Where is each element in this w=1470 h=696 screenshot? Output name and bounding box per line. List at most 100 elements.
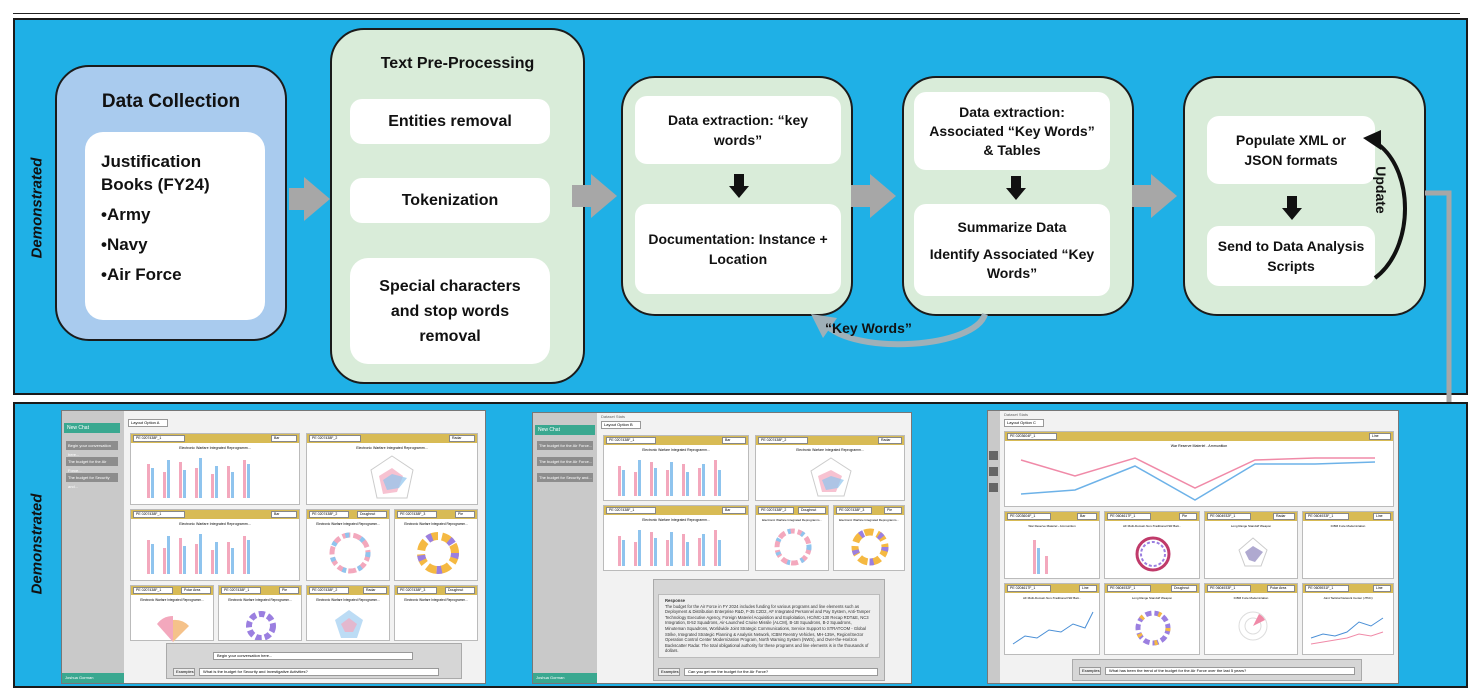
history-item[interactable]: The budget for the Air Force... bbox=[537, 441, 593, 450]
new-chat-button[interactable]: New Chat bbox=[64, 423, 120, 433]
card-type[interactable]: Radar bbox=[878, 437, 902, 444]
flow-arrow-head bbox=[591, 174, 617, 218]
history-item[interactable]: The budget for the Air Force... bbox=[66, 457, 118, 473]
step-entities-removal: Entities removal bbox=[350, 99, 550, 144]
card-type[interactable]: Doughnut bbox=[1171, 585, 1197, 592]
update-label: Update bbox=[1373, 166, 1389, 214]
card-pe: PE 0604933F_1 bbox=[1305, 513, 1349, 520]
sidebar-button[interactable] bbox=[989, 467, 998, 476]
card-pe: PE 0604617F_1 bbox=[1107, 513, 1151, 520]
card-type[interactable]: Polar Area bbox=[1267, 585, 1295, 592]
card-type[interactable]: Polar Area bbox=[181, 587, 211, 594]
chat-input[interactable]: What has been the trend of the budget fo… bbox=[1105, 667, 1355, 675]
card-type[interactable]: Radar bbox=[1273, 513, 1295, 520]
step-special-characters-removal: Special characters and stop words remova… bbox=[350, 258, 550, 364]
screenshot-layout-c: Dataset Stats Layout Option C PE 0203604… bbox=[987, 410, 1399, 684]
card-type[interactable]: Bar bbox=[722, 507, 746, 514]
new-chat-button[interactable]: New Chat bbox=[535, 425, 595, 435]
bar-chart-thumbnail bbox=[618, 530, 721, 566]
card-pe: PE 0207438F_1 bbox=[133, 435, 185, 442]
screenshot-layout-b: New Chat The budget for the Air Force...… bbox=[532, 412, 912, 684]
step-tokenization: Tokenization bbox=[350, 178, 550, 223]
card-type[interactable]: Line bbox=[1079, 585, 1097, 592]
chart-card: PE 0207438F_1 Polar Area Electronic Warf… bbox=[130, 585, 214, 642]
keyword-extraction-box: Data extraction: “key words” bbox=[635, 96, 841, 164]
card-pe: PE 0207438F_1 bbox=[221, 587, 261, 594]
stage-associated-keywords: Data extraction: Associated “Key Words” … bbox=[902, 76, 1134, 316]
chat-panel: Examples What has been the trend of the … bbox=[1072, 659, 1362, 681]
layout-select[interactable]: Layout Option B bbox=[601, 421, 641, 429]
card-title: Electronic Warfare Integrated Reprogramm… bbox=[179, 522, 251, 526]
stage-keyword-extraction: Data extraction: “key words” Documentati… bbox=[621, 76, 853, 316]
sidebar-button[interactable] bbox=[989, 483, 998, 492]
bar-chart-thumbnail bbox=[147, 534, 250, 574]
card-title: Joint Tactical Network Center (JTNC) bbox=[1323, 596, 1373, 600]
list-item-navy: •Navy bbox=[101, 235, 148, 254]
card-type[interactable]: Bar bbox=[271, 511, 297, 518]
radar-chart-thumbnail bbox=[370, 455, 414, 499]
card-type[interactable]: Pie bbox=[455, 511, 475, 518]
card-type[interactable]: Bar bbox=[271, 435, 297, 442]
summarize-box: Summarize Data Identify Associated “Key … bbox=[914, 204, 1110, 296]
history-item[interactable]: The budget for Security and... bbox=[66, 473, 118, 489]
card-type[interactable]: Radar bbox=[449, 435, 475, 442]
card-type[interactable]: Bar bbox=[722, 437, 746, 444]
demo-panel: Demonstrated New Chat Begin your convers… bbox=[13, 402, 1468, 688]
flow-arrow-head bbox=[1151, 174, 1177, 218]
card-pe: PE 0604933F_1 bbox=[1207, 585, 1251, 592]
card-type[interactable]: Line bbox=[1373, 585, 1391, 592]
history-item[interactable]: The budget for the Air Force... bbox=[537, 457, 593, 466]
card-title: Electronic Warfare Integrated Reprogramm… bbox=[642, 518, 710, 522]
card-type[interactable]: Bar bbox=[1077, 513, 1097, 520]
chart-card: PE 0604933F_1 Line ICBM Fuze Modernizati… bbox=[1302, 511, 1394, 579]
pie-chart-thumbnail bbox=[246, 611, 276, 640]
justification-books-box: Justification Books (FY24) •Army •Navy •… bbox=[85, 132, 265, 320]
identify-keywords-label: Identify Associated “Key Words” bbox=[929, 245, 1095, 281]
doughnut-chart-thumbnail bbox=[329, 532, 371, 574]
chart-card: PE 0207438F_1 Bar Electronic Warfare Int… bbox=[130, 433, 300, 505]
layout-select[interactable]: Layout Option A bbox=[128, 419, 168, 427]
card-title: Electronic Warfare Integrated Reprogramm… bbox=[642, 448, 710, 452]
chart-card: PE 0604933F_1 Polar Area ICBM Fuze Moder… bbox=[1204, 583, 1298, 655]
card-title: Electronic Warfare Integrated Reprogramm… bbox=[762, 518, 822, 522]
examples-button[interactable]: Examples bbox=[658, 668, 680, 676]
update-loop-arrow-icon bbox=[1363, 130, 1407, 280]
line-chart-thumbnail bbox=[1020, 457, 1376, 501]
card-type[interactable]: Pie bbox=[279, 587, 299, 594]
doughnut-chart-thumbnail bbox=[774, 528, 812, 566]
sidebar-button[interactable] bbox=[989, 451, 998, 460]
card-type[interactable]: Pie bbox=[884, 507, 902, 514]
stage-data-collection: Data Collection Justification Books (FY2… bbox=[55, 65, 287, 341]
card-pe: PE 0604932F_1 bbox=[1107, 585, 1151, 592]
card-type[interactable]: Pie bbox=[1179, 513, 1197, 520]
card-title: AF Multi-Domain Non-Traditional ISR Batt… bbox=[1122, 524, 1182, 528]
card-pe: PE 0204617F_1 bbox=[1007, 585, 1051, 592]
layout-select[interactable]: Layout Option C bbox=[1004, 419, 1044, 427]
chat-input[interactable]: What is the budget for Security and Inve… bbox=[199, 668, 439, 676]
card-type[interactable]: Doughnut bbox=[357, 511, 387, 518]
radar-chart-thumbnail bbox=[335, 610, 363, 638]
list-item-army: •Army bbox=[101, 205, 151, 224]
card-title: AF Multi-Domain Non-Traditional ISR Batt… bbox=[1022, 596, 1082, 600]
examples-button[interactable]: Examples bbox=[1079, 667, 1101, 675]
chat-input[interactable]: Can you get me the budget for the Air Fo… bbox=[684, 668, 878, 676]
flow-arrow bbox=[572, 185, 592, 207]
doughnut-chart-thumbnail bbox=[1135, 610, 1171, 646]
card-type[interactable]: Doughnut bbox=[445, 587, 475, 594]
card-type[interactable]: Line bbox=[1369, 433, 1391, 440]
card-title: ICBM Fuze Modernization bbox=[1233, 596, 1269, 600]
flow-arrow-head bbox=[870, 174, 896, 218]
history-item[interactable]: The budget for Security and... bbox=[537, 473, 593, 482]
card-pe: PE 0207438F_3 bbox=[397, 587, 437, 594]
stage-output: Populate XML or JSON formats Send to Dat… bbox=[1183, 76, 1426, 316]
stage-title: Data Collection bbox=[101, 91, 241, 112]
history-item[interactable]: Begin your conversation here... bbox=[66, 441, 118, 457]
chart-card: PE 0605931F_1 Line Joint Tactical Networ… bbox=[1302, 583, 1394, 655]
card-type[interactable]: Line bbox=[1373, 513, 1391, 520]
send-to-scripts-box: Send to Data Analysis Scripts bbox=[1207, 226, 1375, 286]
examples-button[interactable]: Examples bbox=[173, 668, 195, 676]
card-title: War Reserve Materiel - Ammunition bbox=[1170, 444, 1228, 448]
card-type[interactable]: Radar bbox=[363, 587, 387, 594]
chat-sidebar bbox=[533, 413, 597, 683]
card-type[interactable]: Doughnut bbox=[798, 507, 826, 514]
